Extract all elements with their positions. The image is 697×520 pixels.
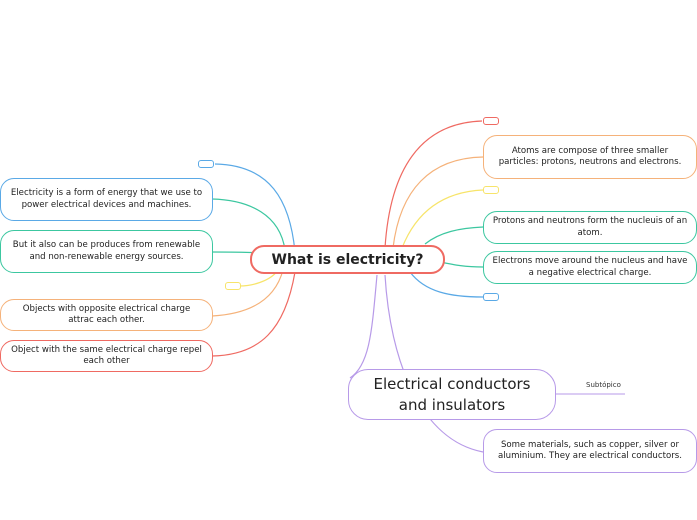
topic-electrons[interactable]: Electrons move around the nucleus and ha… bbox=[483, 251, 697, 284]
topic-electricity-definition[interactable]: Electricity is a form of energy that we … bbox=[0, 178, 213, 221]
topic-conductor-materials[interactable]: Some materials, such as copper, silver o… bbox=[483, 429, 697, 473]
topic-label: Object with the same electrical charge r… bbox=[11, 344, 202, 367]
connector-purple-bottom bbox=[384, 274, 484, 453]
central-topic[interactable]: What is electricity? bbox=[250, 245, 445, 274]
empty-topic-stub-yellow-right[interactable] bbox=[483, 186, 499, 194]
connector-green-left-1 bbox=[211, 198, 286, 251]
topic-same-charges[interactable]: Object with the same electrical charge r… bbox=[0, 340, 213, 372]
topic-label: But it also can be produces from renewab… bbox=[12, 240, 201, 262]
connector-orange-right bbox=[392, 156, 484, 249]
topic-label: Some materials, such as copper, silver o… bbox=[498, 439, 682, 462]
topic-opposite-charges[interactable]: Objects with opposite electrical charge … bbox=[0, 299, 213, 331]
subtopic-label[interactable]: Subtópico bbox=[586, 381, 621, 389]
connector-yellow-right bbox=[401, 189, 484, 249]
connector-green-right-2 bbox=[439, 261, 484, 268]
connector-blue-left bbox=[214, 163, 296, 253]
topic-nucleus[interactable]: Protons and neutrons form the nucleuis o… bbox=[483, 211, 697, 244]
topic-energy-sources[interactable]: But it also can be produces from renewab… bbox=[0, 230, 213, 273]
empty-topic-stub-yellow-left[interactable] bbox=[225, 282, 241, 290]
topic-label: Protons and neutrons form the nucleuis o… bbox=[492, 216, 688, 238]
empty-topic-stub-blue-right[interactable] bbox=[483, 293, 499, 301]
empty-topic-stub-red-right[interactable] bbox=[483, 117, 499, 125]
topic-label: Electrons move around the nucleus and ha… bbox=[492, 256, 688, 278]
connector-orange-left bbox=[211, 269, 284, 317]
topic-conductors-insulators[interactable]: Electrical conductors and insulators bbox=[348, 369, 556, 420]
empty-topic-stub-blue-left[interactable] bbox=[198, 160, 214, 168]
connector-blue-right bbox=[409, 271, 484, 298]
topic-label: Objects with opposite electrical charge … bbox=[22, 303, 191, 326]
connector-red-right bbox=[384, 120, 483, 249]
topic-label: Electrical conductors and insulators bbox=[373, 374, 531, 414]
topic-label: Atoms are compose of three smaller parti… bbox=[498, 145, 682, 168]
connector-purple-big bbox=[349, 274, 378, 379]
topic-label: Electricity is a form of energy that we … bbox=[10, 188, 203, 210]
connector-green-right-1 bbox=[424, 226, 484, 245]
topic-atoms[interactable]: Atoms are compose of three smaller parti… bbox=[483, 135, 697, 179]
connector-red-left bbox=[211, 271, 296, 357]
